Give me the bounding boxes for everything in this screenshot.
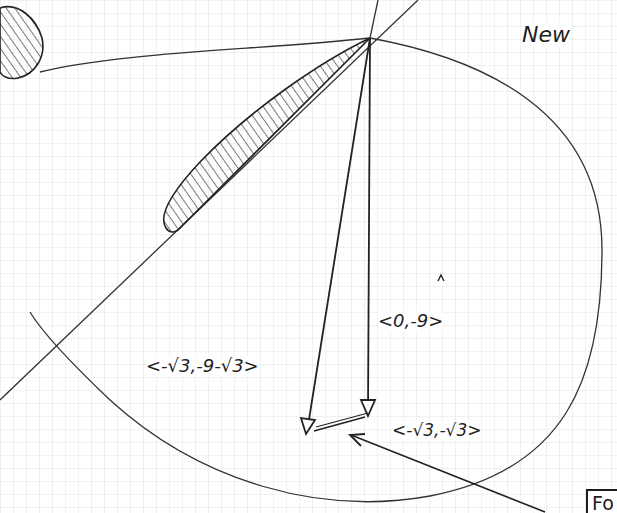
shaded-leaf (164, 38, 370, 232)
vector-label: <0,-9> (378, 311, 443, 332)
vector-line (307, 38, 370, 432)
note-box: Fo (586, 489, 617, 513)
arrowhead (350, 434, 365, 446)
vector-line (316, 413, 368, 427)
vector-label: <-√3,-√3> (392, 421, 481, 441)
sheet-note: New (522, 22, 570, 47)
region-outline (30, 38, 602, 502)
pointer-arrow (351, 435, 545, 512)
diagonal-line (0, 0, 418, 400)
arrowhead (301, 418, 315, 434)
vector-label: <-√3,-9-√3> (146, 356, 259, 377)
apex-line (370, 0, 378, 38)
vector-line (314, 417, 365, 431)
hatched-leaf (0, 7, 43, 79)
vector-line (368, 38, 370, 414)
box-text: Fo (592, 493, 614, 513)
small-mark (438, 275, 444, 281)
